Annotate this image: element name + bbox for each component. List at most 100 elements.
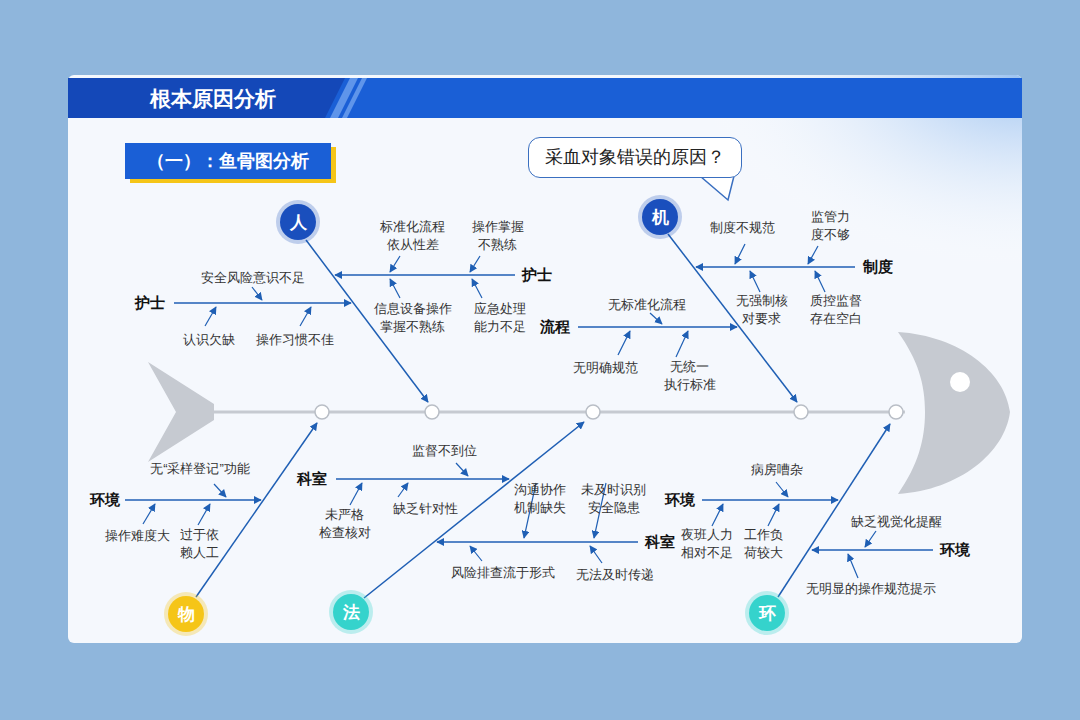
section-band: （一）：鱼骨图分析 [125, 143, 331, 179]
cause-text: 安全风险意识不足 [201, 269, 305, 287]
spine-dot [794, 405, 808, 419]
header-band [68, 78, 1022, 118]
callout-tail [700, 176, 734, 200]
spine-dot [889, 405, 903, 419]
cause-text: 无强制核 对要求 [732, 292, 792, 327]
fish-body [898, 332, 1010, 494]
cause-text: 应急处理 能力不足 [470, 300, 530, 335]
category-circle: 人 [280, 204, 316, 240]
cause-text: 缺乏视觉化提醒 [851, 513, 942, 531]
branch-line [125, 499, 261, 501]
cause-text: 质控监督 存在空白 [806, 292, 866, 327]
cause-arrow [252, 287, 262, 300]
cause-arrow [143, 244, 876, 578]
cause-text: 操作难度大 [105, 527, 170, 545]
branch-line [174, 302, 351, 304]
cause-arrow [750, 271, 760, 292]
fish-body [950, 372, 970, 392]
branch-label: 科室 [297, 469, 327, 489]
branch-line [437, 541, 638, 543]
card [68, 75, 1022, 643]
cause-text: 标准化流程 依从性差 [377, 218, 450, 253]
cause-arrow [300, 307, 311, 326]
branch-line [335, 274, 515, 276]
cause-arrow [472, 279, 482, 298]
cause-text: 认识欠缺 [183, 331, 235, 349]
node-text: 采血对象错误的原因？ [545, 147, 725, 167]
cause-arrow [768, 504, 779, 526]
bone-line [778, 424, 890, 597]
node-text: 法 [343, 601, 360, 624]
cause-arrow [650, 313, 662, 324]
slide-title: 根本原因分析 [150, 85, 276, 113]
card [68, 75, 1022, 643]
cause-arrow [214, 484, 226, 497]
cause-arrow [198, 504, 210, 525]
branch-label: 科室 [645, 532, 675, 552]
node-text: （一）：鱼骨图分析 [147, 151, 309, 171]
cause-text: 未严格 检查核对 [315, 506, 375, 541]
branch-line [578, 326, 737, 328]
cause-text: 无标准化流程 [608, 296, 686, 314]
cause-arrow [815, 271, 825, 292]
branch-line [125, 267, 933, 550]
branch-label: 环境 [665, 490, 695, 510]
cause-arrow [735, 244, 745, 264]
cause-text: 操作习惯不佳 [256, 331, 334, 349]
category-circle: 物 [168, 596, 204, 632]
spine-dot [315, 405, 329, 419]
cause-arrow [350, 483, 362, 505]
fish-body [148, 332, 1010, 494]
node-text: 物 [178, 603, 195, 626]
branch-line [812, 549, 933, 551]
card [68, 75, 1022, 643]
category-circle: 法 [333, 594, 369, 630]
cause-arrow [390, 256, 400, 272]
branch-line [336, 478, 509, 480]
cause-arrow [398, 483, 408, 497]
cause-text: 无“采样登记”功能 [150, 460, 250, 478]
cause-text: 信息设备操作 掌握不熟练 [370, 300, 456, 335]
category-circle: 机 [642, 199, 678, 235]
branch-label: 环境 [90, 490, 120, 510]
bone-line [196, 423, 317, 597]
cause-arrow [712, 504, 723, 526]
node-text: 人 [290, 211, 307, 234]
cause-text: 无法及时传递 [576, 566, 654, 584]
cause-arrow [618, 331, 630, 355]
cause-text: 风险排查流于形式 [451, 564, 555, 582]
branch-label: 护士 [135, 293, 165, 313]
header-band [68, 78, 1022, 118]
cause-text: 病房嘈杂 [751, 461, 803, 479]
cause-arrow [470, 546, 482, 561]
cause-arrow [865, 531, 876, 547]
cause-arrow [808, 246, 818, 264]
cause-arrow [776, 482, 788, 497]
cause-arrow [848, 554, 858, 578]
branch-label: 流程 [540, 317, 570, 337]
bone-line [668, 234, 797, 402]
cause-text: 过于依 赖人工 [177, 526, 224, 561]
cause-text: 操作掌握 不熟练 [468, 218, 528, 253]
spine-dot [425, 405, 439, 419]
header-band [342, 78, 367, 118]
header-band [68, 78, 345, 118]
spine-dot [586, 405, 600, 419]
question-callout: 采血对象错误的原因？ [528, 137, 742, 178]
cause-text: 无明确规范 [573, 359, 638, 377]
cause-arrow [143, 504, 155, 524]
cause-text: 未及时识别 安全隐患 [578, 481, 651, 516]
node-text: 环 [759, 602, 776, 625]
cause-text: 无统一 执行标准 [660, 358, 720, 393]
cause-arrow [470, 256, 480, 272]
cause-arrow [456, 463, 468, 476]
node-text: 机 [652, 206, 669, 229]
branch-line [702, 499, 838, 501]
cause-text: 沟通协作 机制缺失 [510, 481, 570, 516]
branch-line [696, 266, 855, 268]
cause-text: 工作负 荷较大 [741, 526, 788, 561]
cause-text: 制度不规范 [710, 219, 775, 237]
cause-arrow [390, 279, 400, 298]
cause-arrow [205, 307, 216, 326]
